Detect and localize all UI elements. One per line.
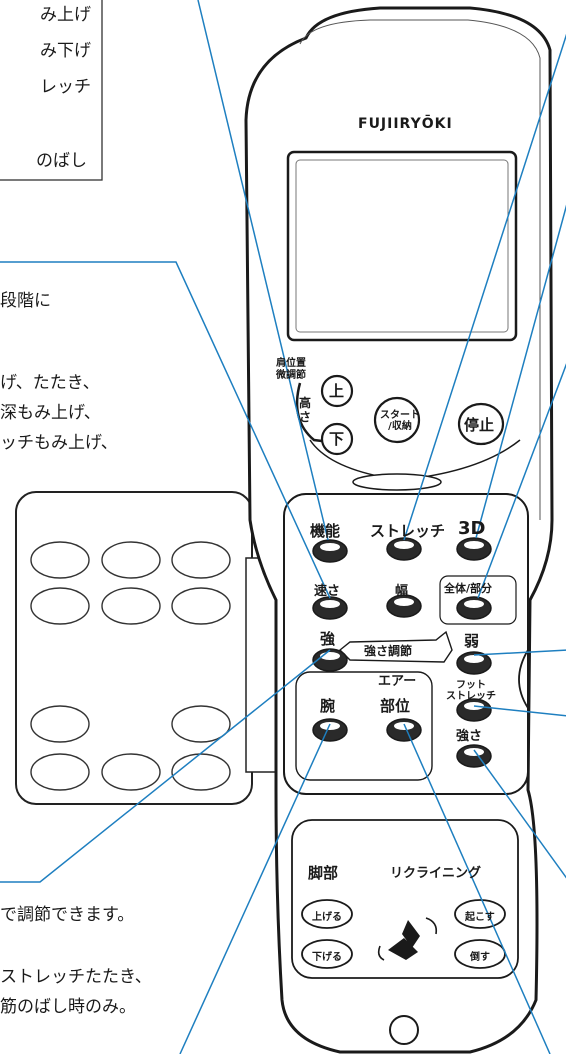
leg-raise-button[interactable] xyxy=(301,899,353,929)
foot-stretch-label: フット ストレッチ xyxy=(446,680,496,702)
top-box-line-2: み下げ xyxy=(40,41,91,61)
speed-label: 速さ xyxy=(314,584,341,599)
width-label: 幅 xyxy=(395,584,409,599)
brand-logo: FUJIIRYŌKI xyxy=(358,116,453,132)
chair-icon xyxy=(388,920,420,960)
flip-cover xyxy=(15,491,277,805)
weak-label: 弱 xyxy=(464,632,480,650)
left-text-line-1: 段階に xyxy=(0,291,51,311)
leg-label: 脚部 xyxy=(308,864,339,882)
up-label: 上 xyxy=(329,382,345,400)
part-label: 部位 xyxy=(380,697,411,715)
whole-part-label: 全体/部分 xyxy=(444,582,493,595)
air-label: エアー xyxy=(378,674,417,689)
recline-label: リクライニング xyxy=(390,866,482,881)
top-callout-box xyxy=(0,0,103,181)
recline-rise-button[interactable] xyxy=(454,899,506,929)
lower-label: 下げる xyxy=(312,952,342,963)
3d-label: 3D xyxy=(458,518,486,539)
arm-label: 腕 xyxy=(320,697,336,715)
left-text-line-3: 深もみ上げ、 xyxy=(0,403,101,423)
start-button[interactable] xyxy=(373,396,421,444)
stretch-label: ストレッチ xyxy=(370,522,446,540)
rise-label: 起こす xyxy=(465,912,495,923)
top-box-line-1: み上げ xyxy=(40,5,91,25)
recline-panel xyxy=(291,819,519,979)
bottom-text-line-3: 筋のばし時のみ。 xyxy=(0,997,136,1017)
left-text-line-2: げ、たたき、 xyxy=(0,373,100,393)
stop-button[interactable] xyxy=(457,402,505,446)
leg-lower-button[interactable] xyxy=(301,939,353,969)
bottom-text-line-1: で調節できます。 xyxy=(0,905,135,925)
lcd-screen xyxy=(286,150,518,342)
down-button[interactable] xyxy=(320,422,354,456)
shoulder-adjust-label: 肩位置 微調節 xyxy=(276,358,306,381)
strength-adjust-label: 強さ調節 xyxy=(364,644,413,658)
raise-label: 上げる xyxy=(312,912,342,923)
down-label: 下 xyxy=(329,430,345,448)
strong-label: 強 xyxy=(320,630,336,648)
start-label: スタート /収納 xyxy=(380,410,420,432)
tilt-label: 倒す xyxy=(470,952,490,963)
stop-label: 停止 xyxy=(464,416,495,434)
up-button[interactable] xyxy=(320,374,354,408)
top-box-line-4: のばし xyxy=(36,151,87,171)
left-text-line-4: ッチもみ上げ、 xyxy=(0,433,118,453)
function-label: 機能 xyxy=(310,522,341,540)
top-box-line-3: レッチ xyxy=(40,77,91,97)
strength-label: 強さ xyxy=(456,729,483,744)
bottom-text-line-2: ストレッチたたき、 xyxy=(0,967,152,987)
height-label: 高 さ xyxy=(299,396,312,424)
